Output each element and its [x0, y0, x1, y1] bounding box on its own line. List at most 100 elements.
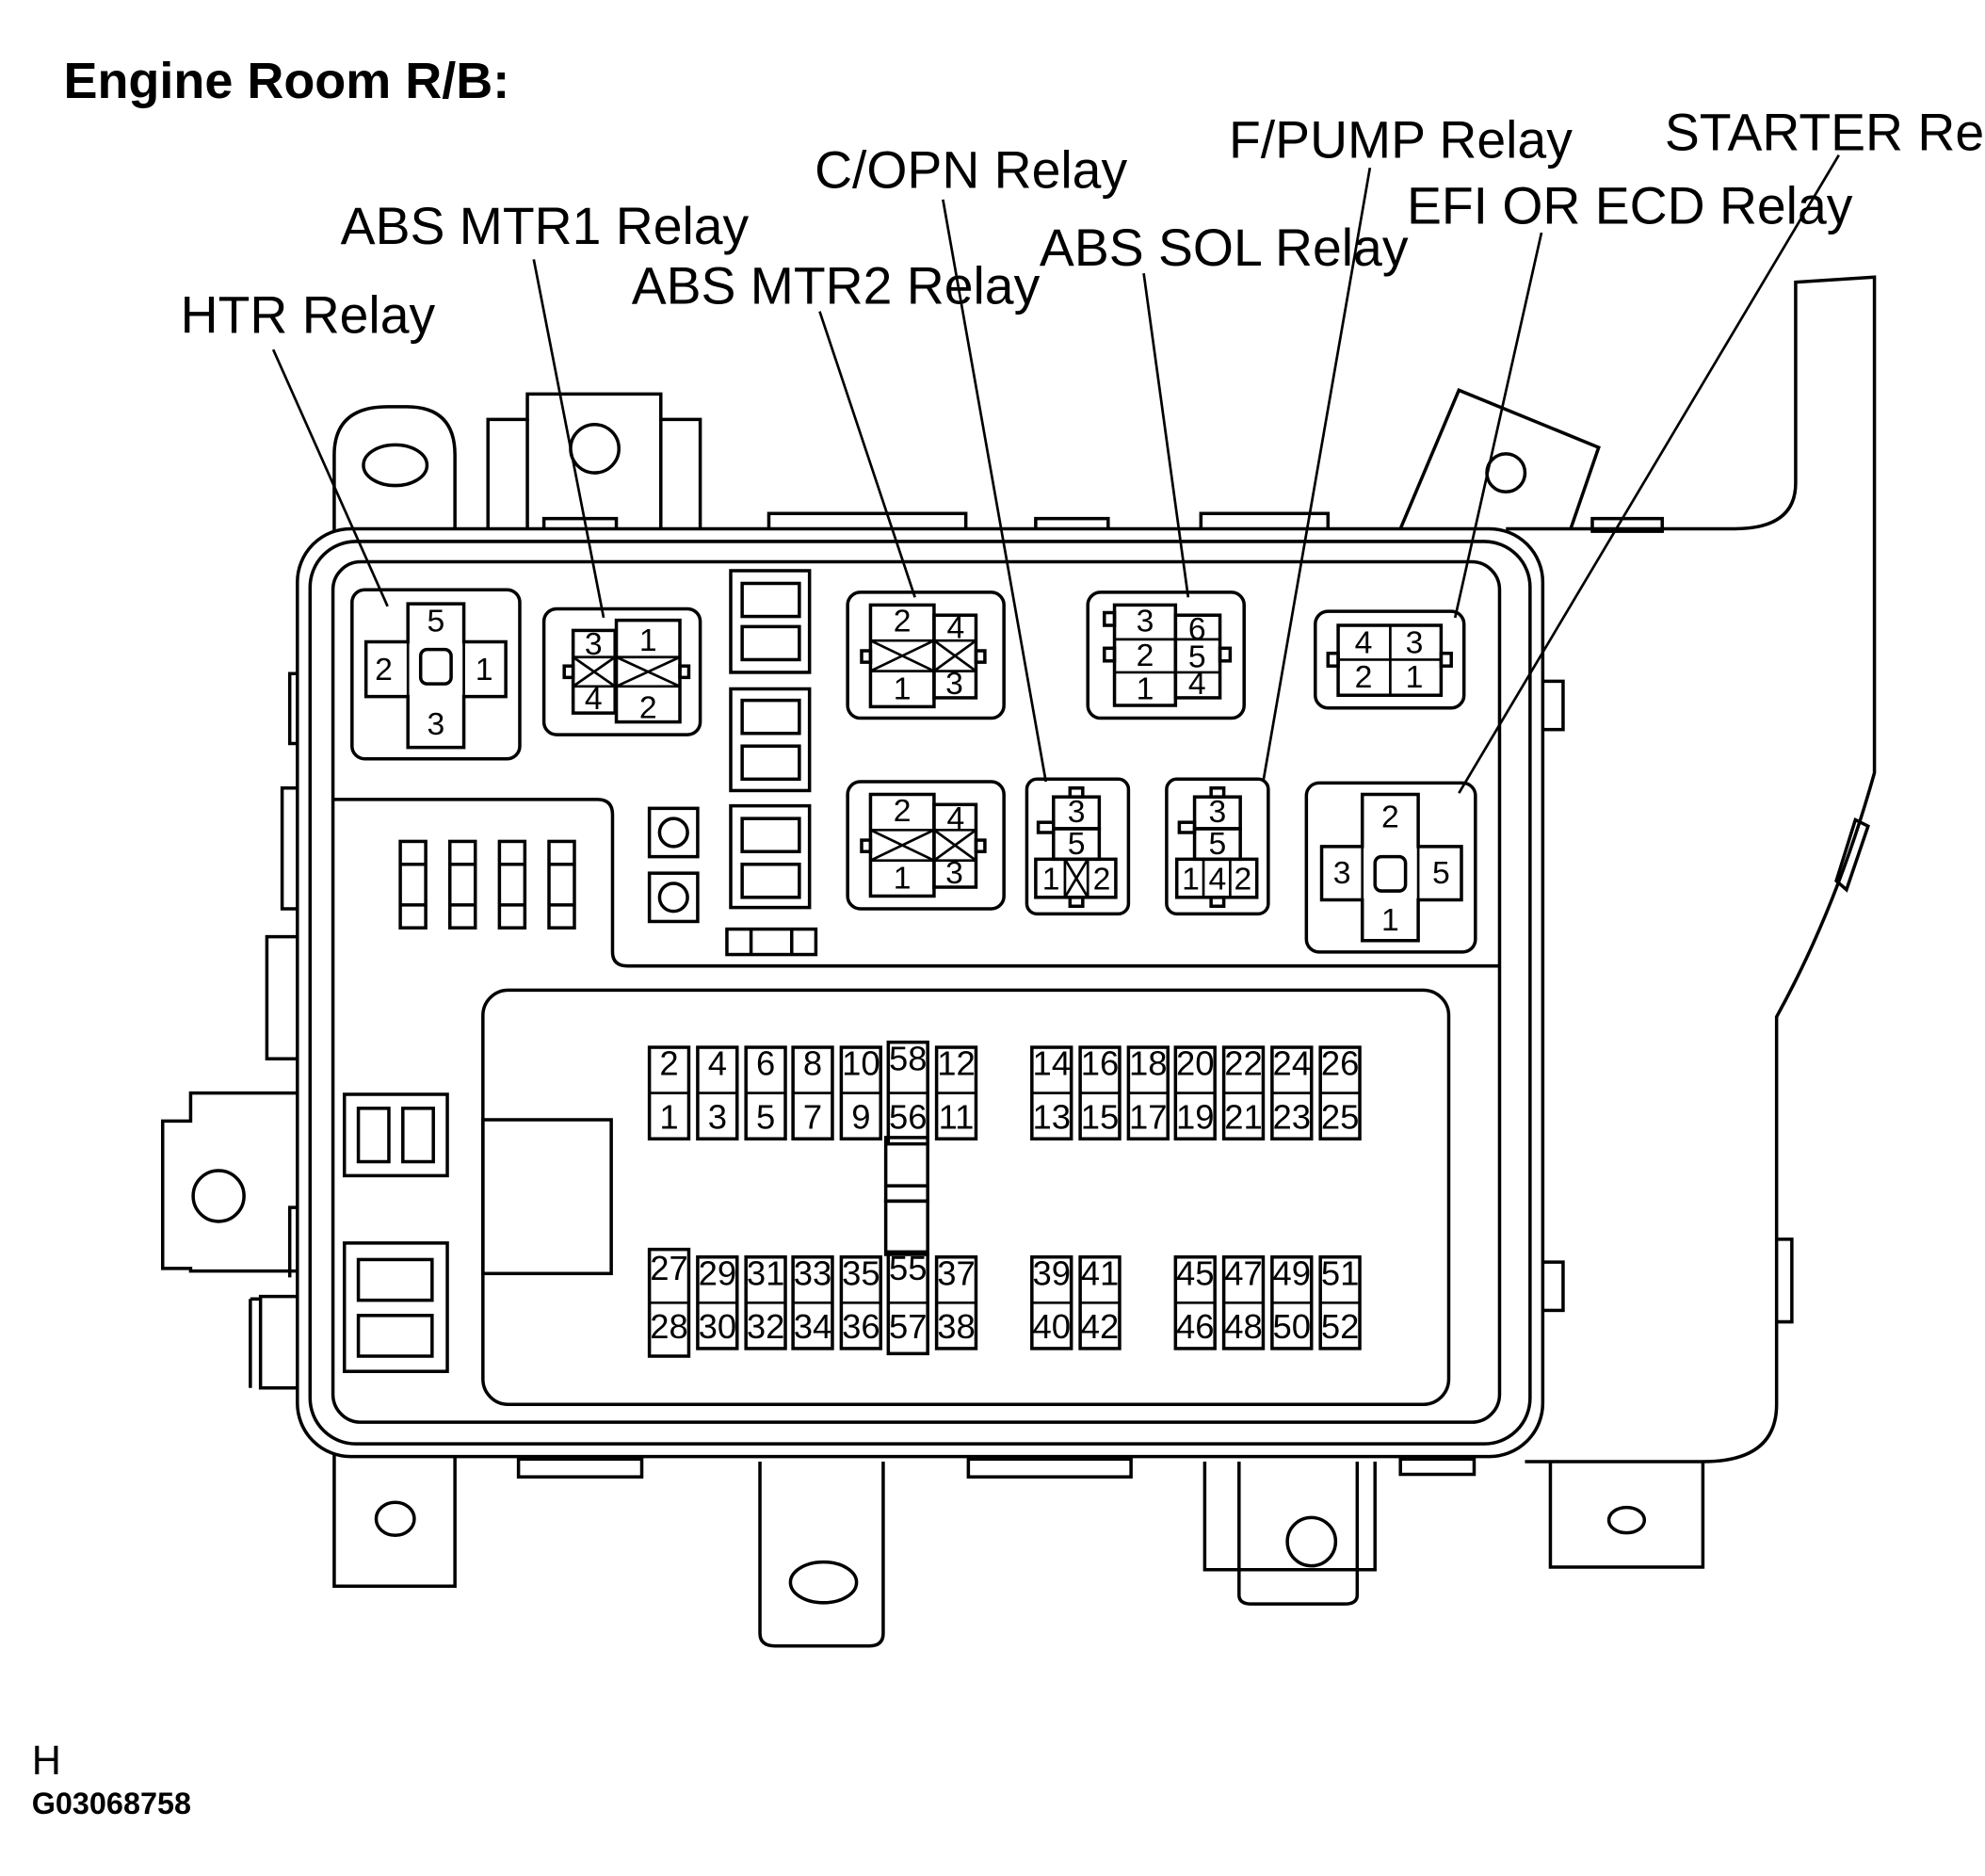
fuse-number: 35: [842, 1253, 880, 1292]
efi-ecd-pin: 2: [1355, 659, 1373, 695]
relay-pin: 2: [894, 793, 912, 829]
fuse-number: 57: [889, 1307, 928, 1346]
f-pump-relay-label: F/PUMP Relay: [1229, 110, 1573, 169]
abs-mtr2-pin: 1: [894, 671, 912, 706]
relay-pin: 3: [945, 855, 963, 891]
fuse-terminal-grid: 2143658710958561211141316151817201922212…: [647, 1039, 1362, 1358]
relay-socket-unlabeled: 2 4 1 3: [846, 780, 1006, 911]
abs-mtr1-pin: 2: [639, 690, 657, 726]
fuse-number: 50: [1273, 1307, 1312, 1346]
fuse-box-housing: [160, 275, 1877, 1648]
fuse-number: 36: [842, 1307, 880, 1346]
f-pump-relay-socket: 3 5 1 4 2: [1165, 777, 1270, 916]
fuse-number: 4: [708, 1044, 727, 1083]
c-opn-pin: 2: [1093, 862, 1111, 898]
htr-relay-socket: 5 2 1 3: [350, 588, 522, 761]
abs-sol-pin: 3: [1137, 604, 1154, 639]
fuse-number: 12: [937, 1044, 976, 1083]
fuse-number: 1: [659, 1097, 678, 1136]
starter-pin: 5: [1432, 855, 1450, 891]
abs-mtr2-relay-socket: 2 4 1 3: [846, 590, 1006, 720]
fuse-number: 29: [699, 1253, 737, 1292]
fuse-number: 47: [1224, 1253, 1263, 1292]
htr-pin: 5: [428, 604, 445, 639]
terminal-posts: [647, 806, 700, 924]
abs-sol-relay-label: ABS SOL Relay: [1040, 218, 1409, 277]
f-pump-pin: 4: [1208, 862, 1226, 898]
abs-sol-relay-socket: 3 6 2 5 1 4: [1086, 590, 1246, 720]
fuse-number: 20: [1176, 1044, 1215, 1083]
fuse-number: 15: [1081, 1097, 1120, 1136]
fuse-number: 45: [1176, 1253, 1215, 1292]
htr-pin: 2: [375, 652, 393, 687]
c-opn-pin: 5: [1068, 826, 1086, 862]
fuse-number: 16: [1081, 1044, 1120, 1083]
abs-sol-pin: 2: [1137, 638, 1154, 673]
f-pump-pin: 5: [1208, 826, 1226, 862]
relay-labels: HTR Relay ABS MTR1 Relay ABS MTR2 Relay …: [181, 103, 1985, 344]
blade-fuses: [398, 839, 576, 930]
mini-fuse-column: [725, 569, 818, 957]
abs-mtr2-pin: 3: [945, 666, 963, 702]
fuse-number: 39: [1032, 1253, 1071, 1292]
efi-ecd-pin: 3: [1406, 625, 1424, 661]
efi-ecd-relay-label: EFI OR ECD Relay: [1407, 177, 1853, 235]
abs-sol-pin: 1: [1137, 671, 1154, 706]
fuse-number: 27: [650, 1249, 688, 1287]
fuse-number: 58: [889, 1039, 928, 1077]
fuse-number: 51: [1321, 1253, 1360, 1292]
fuse-number: 32: [747, 1307, 785, 1346]
c-opn-relay-socket: 3 5 1 2: [1025, 777, 1131, 916]
fuse-number: 3: [708, 1097, 727, 1136]
fuse-number: 37: [937, 1253, 976, 1292]
efi-ecd-pin: 1: [1406, 659, 1424, 695]
center-fuse-link: [883, 1136, 929, 1256]
relay-pin: 1: [894, 860, 912, 896]
starter-pin: 1: [1381, 902, 1399, 938]
fuse-number: 56: [889, 1097, 928, 1136]
fuse-number: 7: [803, 1097, 822, 1136]
leader-lines: [271, 154, 1840, 794]
starter-relay-label: STARTER Relay: [1665, 103, 1985, 161]
abs-mtr2-relay-label: ABS MTR2 Relay: [632, 257, 1041, 315]
fuse-number: 46: [1176, 1307, 1215, 1346]
f-pump-pin: 2: [1234, 862, 1251, 898]
fuse-number: 48: [1224, 1307, 1263, 1346]
fuse-number: 25: [1321, 1097, 1360, 1136]
fuse-number: 38: [937, 1307, 976, 1346]
fuse-number: 28: [650, 1307, 688, 1346]
c-opn-relay-label: C/OPN Relay: [815, 141, 1127, 200]
left-connectors: [342, 1092, 449, 1373]
fuse-number: 33: [794, 1253, 832, 1292]
efi-ecd-pin: 4: [1355, 625, 1373, 661]
abs-mtr1-pin: 3: [585, 626, 603, 662]
fuse-number: 13: [1032, 1097, 1071, 1136]
starter-pin: 2: [1381, 800, 1399, 835]
fuse-number: 42: [1081, 1307, 1120, 1346]
diagram-title: Engine Room R/B:: [63, 53, 509, 109]
fuse-number: 6: [756, 1044, 775, 1083]
fuse-number: 9: [851, 1097, 870, 1136]
c-opn-pin: 1: [1042, 862, 1060, 898]
fuse-number: 14: [1032, 1044, 1071, 1083]
starter-pin: 3: [1333, 855, 1351, 891]
htr-pin: 3: [428, 706, 445, 742]
abs-mtr1-pin: 4: [585, 681, 603, 717]
fuse-number: 22: [1224, 1044, 1263, 1083]
efi-ecd-relay-socket: 4 3 2 1: [1314, 609, 1466, 710]
fuse-number: 52: [1321, 1307, 1360, 1346]
corner-mark: H: [32, 1739, 61, 1784]
fuse-number: 24: [1273, 1044, 1312, 1083]
fuse-number: 30: [699, 1307, 737, 1346]
abs-mtr1-relay-socket: 3 1 4 2: [541, 606, 702, 736]
starter-relay-socket: 2 3 5 1: [1304, 781, 1477, 954]
abs-sol-pin: 6: [1188, 611, 1206, 647]
f-pump-pin: 1: [1182, 862, 1200, 898]
fuse-number: 31: [747, 1253, 785, 1292]
fuse-number: 18: [1129, 1044, 1168, 1083]
fuse-number: 8: [803, 1044, 822, 1083]
f-pump-pin: 3: [1208, 794, 1226, 830]
figure-code: G03068758: [32, 1787, 191, 1820]
fuse-number: 49: [1273, 1253, 1312, 1292]
